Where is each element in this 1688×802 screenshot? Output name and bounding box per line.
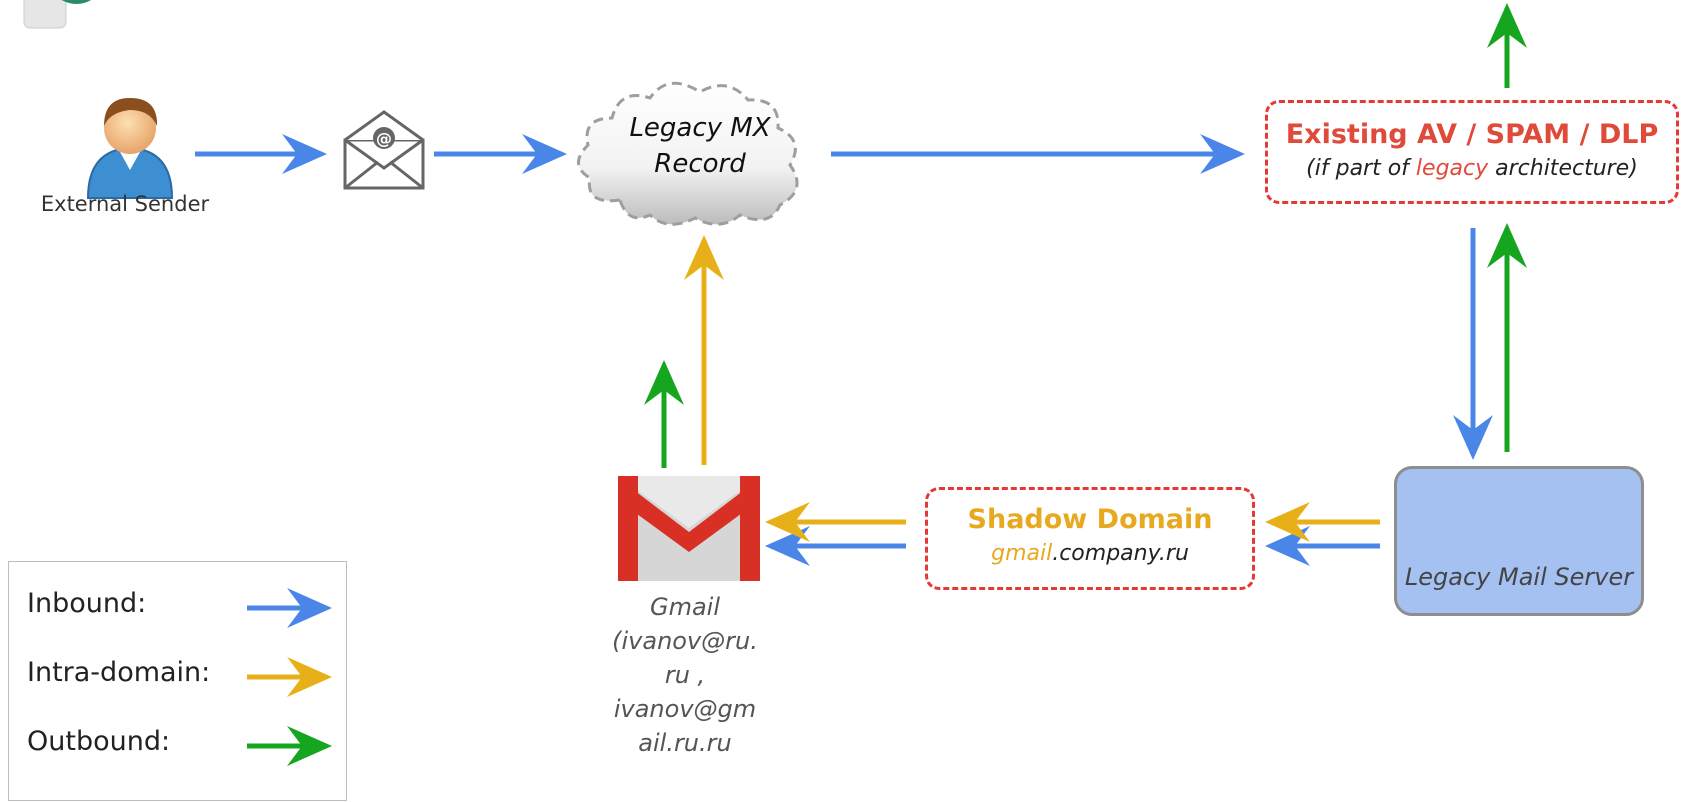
gmail-label: Gmail (ivanov@ru. ru , ivanov@gm ail.ru.… [600, 590, 770, 760]
legend: Inbound: Intra-domain: Outbound: [8, 561, 347, 801]
shadow-box-title: Shadow Domain [967, 504, 1213, 535]
gmail-label-line5: ail.ru.ru [638, 729, 732, 757]
legacy-mail-server-box: Legacy Mail Server [1394, 466, 1644, 616]
existing-av-spam-dlp-box: Existing AV / SPAM / DLP (if part of leg… [1265, 100, 1679, 204]
shadow-domain-box: Shadow Domain gmail.company.ru [925, 487, 1255, 590]
gmail-label-line2: (ivanov@ru. [612, 627, 758, 655]
gmail-label-line1: Gmail [649, 593, 721, 621]
person-icon [86, 98, 174, 199]
av-box-sub-suffix: architecture) [1488, 156, 1638, 181]
legacy-mx-line1: Legacy MX [629, 113, 771, 143]
legend-arrows [247, 588, 332, 766]
legacy-mx-label: Legacy MX Record [610, 110, 790, 182]
av-box-sub-prefix: (if part of [1306, 156, 1416, 181]
email-envelope-icon: @ [343, 110, 425, 190]
shadow-box-sub-accent: gmail [991, 541, 1053, 566]
legend-intra-label: Intra-domain: [27, 657, 211, 688]
external-sender-label: External Sender [40, 192, 210, 216]
legend-outbound-label: Outbound: [27, 726, 171, 757]
logo-fragment-icon [23, 0, 91, 29]
gmail-label-line3: ru , [664, 661, 706, 689]
legend-inbound-label: Inbound: [27, 588, 147, 619]
gmail-label-line4: ivanov@gm [613, 695, 757, 723]
svg-text:@: @ [376, 129, 392, 148]
shadow-box-sub-suffix: .company.ru [1052, 541, 1189, 566]
av-box-sub-accent: legacy [1415, 156, 1489, 181]
gmail-logo-icon [618, 476, 760, 581]
shadow-box-subtitle: gmail.company.ru [928, 541, 1252, 566]
av-box-subtitle: (if part of legacy architecture) [1268, 156, 1676, 181]
legacy-mx-cloud-icon [577, 81, 799, 226]
legacy-mx-line2: Record [654, 149, 746, 179]
legacy-mail-server-label: Legacy Mail Server [1404, 563, 1634, 591]
av-box-title: Existing AV / SPAM / DLP [1285, 119, 1659, 150]
